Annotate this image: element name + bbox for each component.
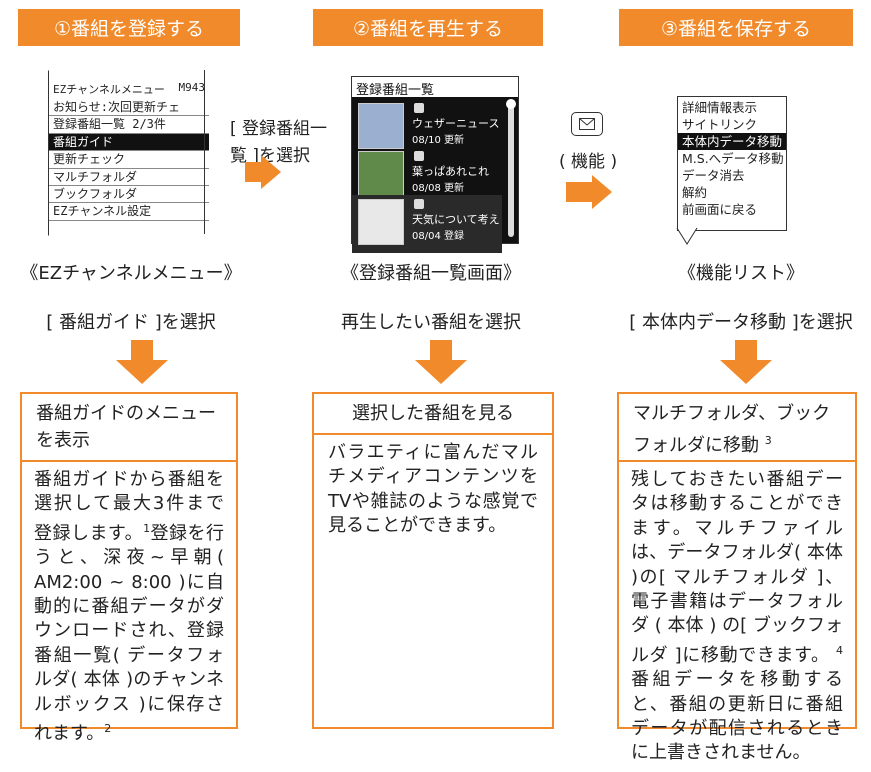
box1-note2: 2 — [104, 722, 112, 736]
program-thumbnail — [358, 151, 404, 197]
menu-item-2[interactable]: 番組ガイド — [49, 133, 209, 152]
right-arrow-1-head — [261, 155, 281, 189]
screen1-title: EZチャンネルメニュー — [53, 83, 165, 96]
popup-pointer — [676, 228, 698, 245]
program-date: 08/08 更新 — [412, 183, 464, 194]
info-box-2: 選択した番組を見る バラエティに富んだマルチメディアコンテンツをTVや雑誌のよう… — [312, 392, 554, 729]
step1-header: ①番組を登録する — [18, 9, 240, 46]
down-arrow-1-head — [116, 360, 168, 384]
ez-channel-menu-screen: EZチャンネルメニュー M943 お知らせ:次回更新チェ登録番組一覧 2/3件番… — [48, 70, 210, 236]
box3-note4: 4 — [836, 643, 843, 657]
screen1-title-bar: EZチャンネルメニュー M943 — [49, 71, 209, 99]
program-type-icon — [414, 199, 424, 209]
screen2-title: 登録番組一覧 — [352, 77, 518, 98]
box1-note1: 1 — [143, 521, 151, 535]
right-arrow-2-head — [592, 175, 612, 209]
arrow1-label-line1: [ 登録番組一 — [230, 119, 328, 139]
program-date: 08/10 更新 — [412, 135, 464, 146]
box1-body-text2: 登録を行うと、深夜~早朝( AM2:00 ~ 8:00 )に自動的に番組データが… — [34, 522, 224, 745]
box1-body-text: 番組ガイドから番組を選択して最大3件まで登録します。 — [34, 469, 224, 544]
function-item-5[interactable]: 解約 — [682, 185, 708, 200]
box2-title: 選択した番組を見る — [314, 394, 552, 435]
menu-item-3[interactable]: 更新チェック — [49, 151, 209, 169]
program-type-icon — [414, 103, 424, 113]
info-box-1: 番組ガイドのメニューを表示 番組ガイドから番組を選択して最大3件まで登録します。… — [20, 392, 238, 744]
select-text-1: [ 番組ガイド ]を選択 — [46, 312, 216, 333]
info-box-3: マルチフォルダ、ブックフォルダに移動 3 残しておきたい番組データは移動すること… — [617, 392, 857, 763]
menu-item-0[interactable]: お知らせ:次回更新チェ — [49, 99, 209, 117]
menu-item-1[interactable]: 登録番組一覧 2/3件 — [49, 116, 209, 134]
box3-title: マルチフォルダ、ブックフォルダに移動 3 — [619, 394, 855, 462]
right-arrow-1 — [245, 162, 261, 182]
mail-key-icon — [571, 112, 603, 136]
box1-body: 番組ガイドから番組を選択して最大3件まで登録します。1登録を行うと、深夜~早朝(… — [22, 462, 236, 752]
program-date: 08/04 登録 — [412, 231, 464, 242]
caption-2: 《登録番組一覧画面》 — [341, 263, 521, 284]
screen1-right-border — [204, 70, 205, 234]
program-type-icon — [414, 151, 424, 161]
program-thumbnail — [358, 103, 404, 149]
program-title: ウェザーニュース — [412, 117, 500, 130]
box3-title-text: マルチフォルダ、ブックフォルダに移動 — [633, 403, 831, 456]
box3-body-text: 残しておきたい番組データは移動することができます。マルチファイルは、データフォル… — [631, 469, 843, 666]
select-text-3: [ 本体内データ移動 ]を選択 — [629, 312, 853, 333]
right-arrow-2 — [566, 182, 592, 202]
menu-item-6[interactable]: EZチャンネル設定 — [49, 203, 209, 221]
select-text-2: 再生したい番組を選択 — [341, 312, 521, 333]
box3-body: 残しておきたい番組データは移動することができます。マルチファイルは、データフォル… — [619, 462, 855, 772]
step3-header: ③番組を保存する — [619, 9, 853, 46]
program-title: 葉っぱあれこれ — [412, 165, 489, 178]
caption-1: 《EZチャンネルメニュー》 — [20, 263, 242, 284]
program-row[interactable]: ウェザーニュース 08/10 更新 — [352, 99, 502, 157]
box2-body: バラエティに富んだマルチメディアコンテンツをTVや雑誌のような感覚で見ることがで… — [328, 442, 538, 537]
function-item-3[interactable]: M.S.へデータ移動 — [682, 151, 784, 166]
program-row[interactable]: 天気について考え 08/04 登録 — [352, 195, 502, 253]
down-arrow-3 — [735, 340, 757, 360]
step2-header: ②番組を再生する — [313, 9, 543, 46]
program-thumbnail — [358, 199, 404, 245]
screen1-code: M943 — [178, 81, 206, 94]
scrollbar[interactable] — [508, 101, 514, 237]
function-item-4[interactable]: データ消去 — [682, 168, 745, 183]
arrow2-label: ( 機能 ) — [559, 152, 618, 172]
caption-3: 《機能リスト》 — [678, 263, 804, 284]
box1-title: 番組ガイドのメニューを表示 — [22, 394, 236, 462]
box3-body-text2: 番組データを移動すると、番組の更新日に番組データが配信されるときに上書きされませ… — [631, 669, 843, 764]
down-arrow-3-head — [720, 360, 772, 384]
menu-item-4[interactable]: マルチフォルダ — [49, 169, 209, 187]
function-item-2[interactable]: 本体内データ移動 — [678, 133, 786, 150]
function-item-0[interactable]: 詳細情報表示 — [682, 100, 758, 115]
menu-item-5[interactable]: ブックフォルダ — [49, 186, 209, 204]
function-item-6[interactable]: 前画面に戻る — [682, 202, 758, 217]
down-arrow-2 — [430, 340, 452, 360]
down-arrow-1 — [131, 340, 153, 360]
program-title: 天気について考え — [412, 213, 500, 226]
down-arrow-2-head — [415, 360, 467, 384]
box3-title-note: 3 — [764, 434, 772, 447]
scrollbar-thumb[interactable] — [506, 99, 516, 109]
function-item-1[interactable]: サイトリンク — [682, 117, 758, 132]
